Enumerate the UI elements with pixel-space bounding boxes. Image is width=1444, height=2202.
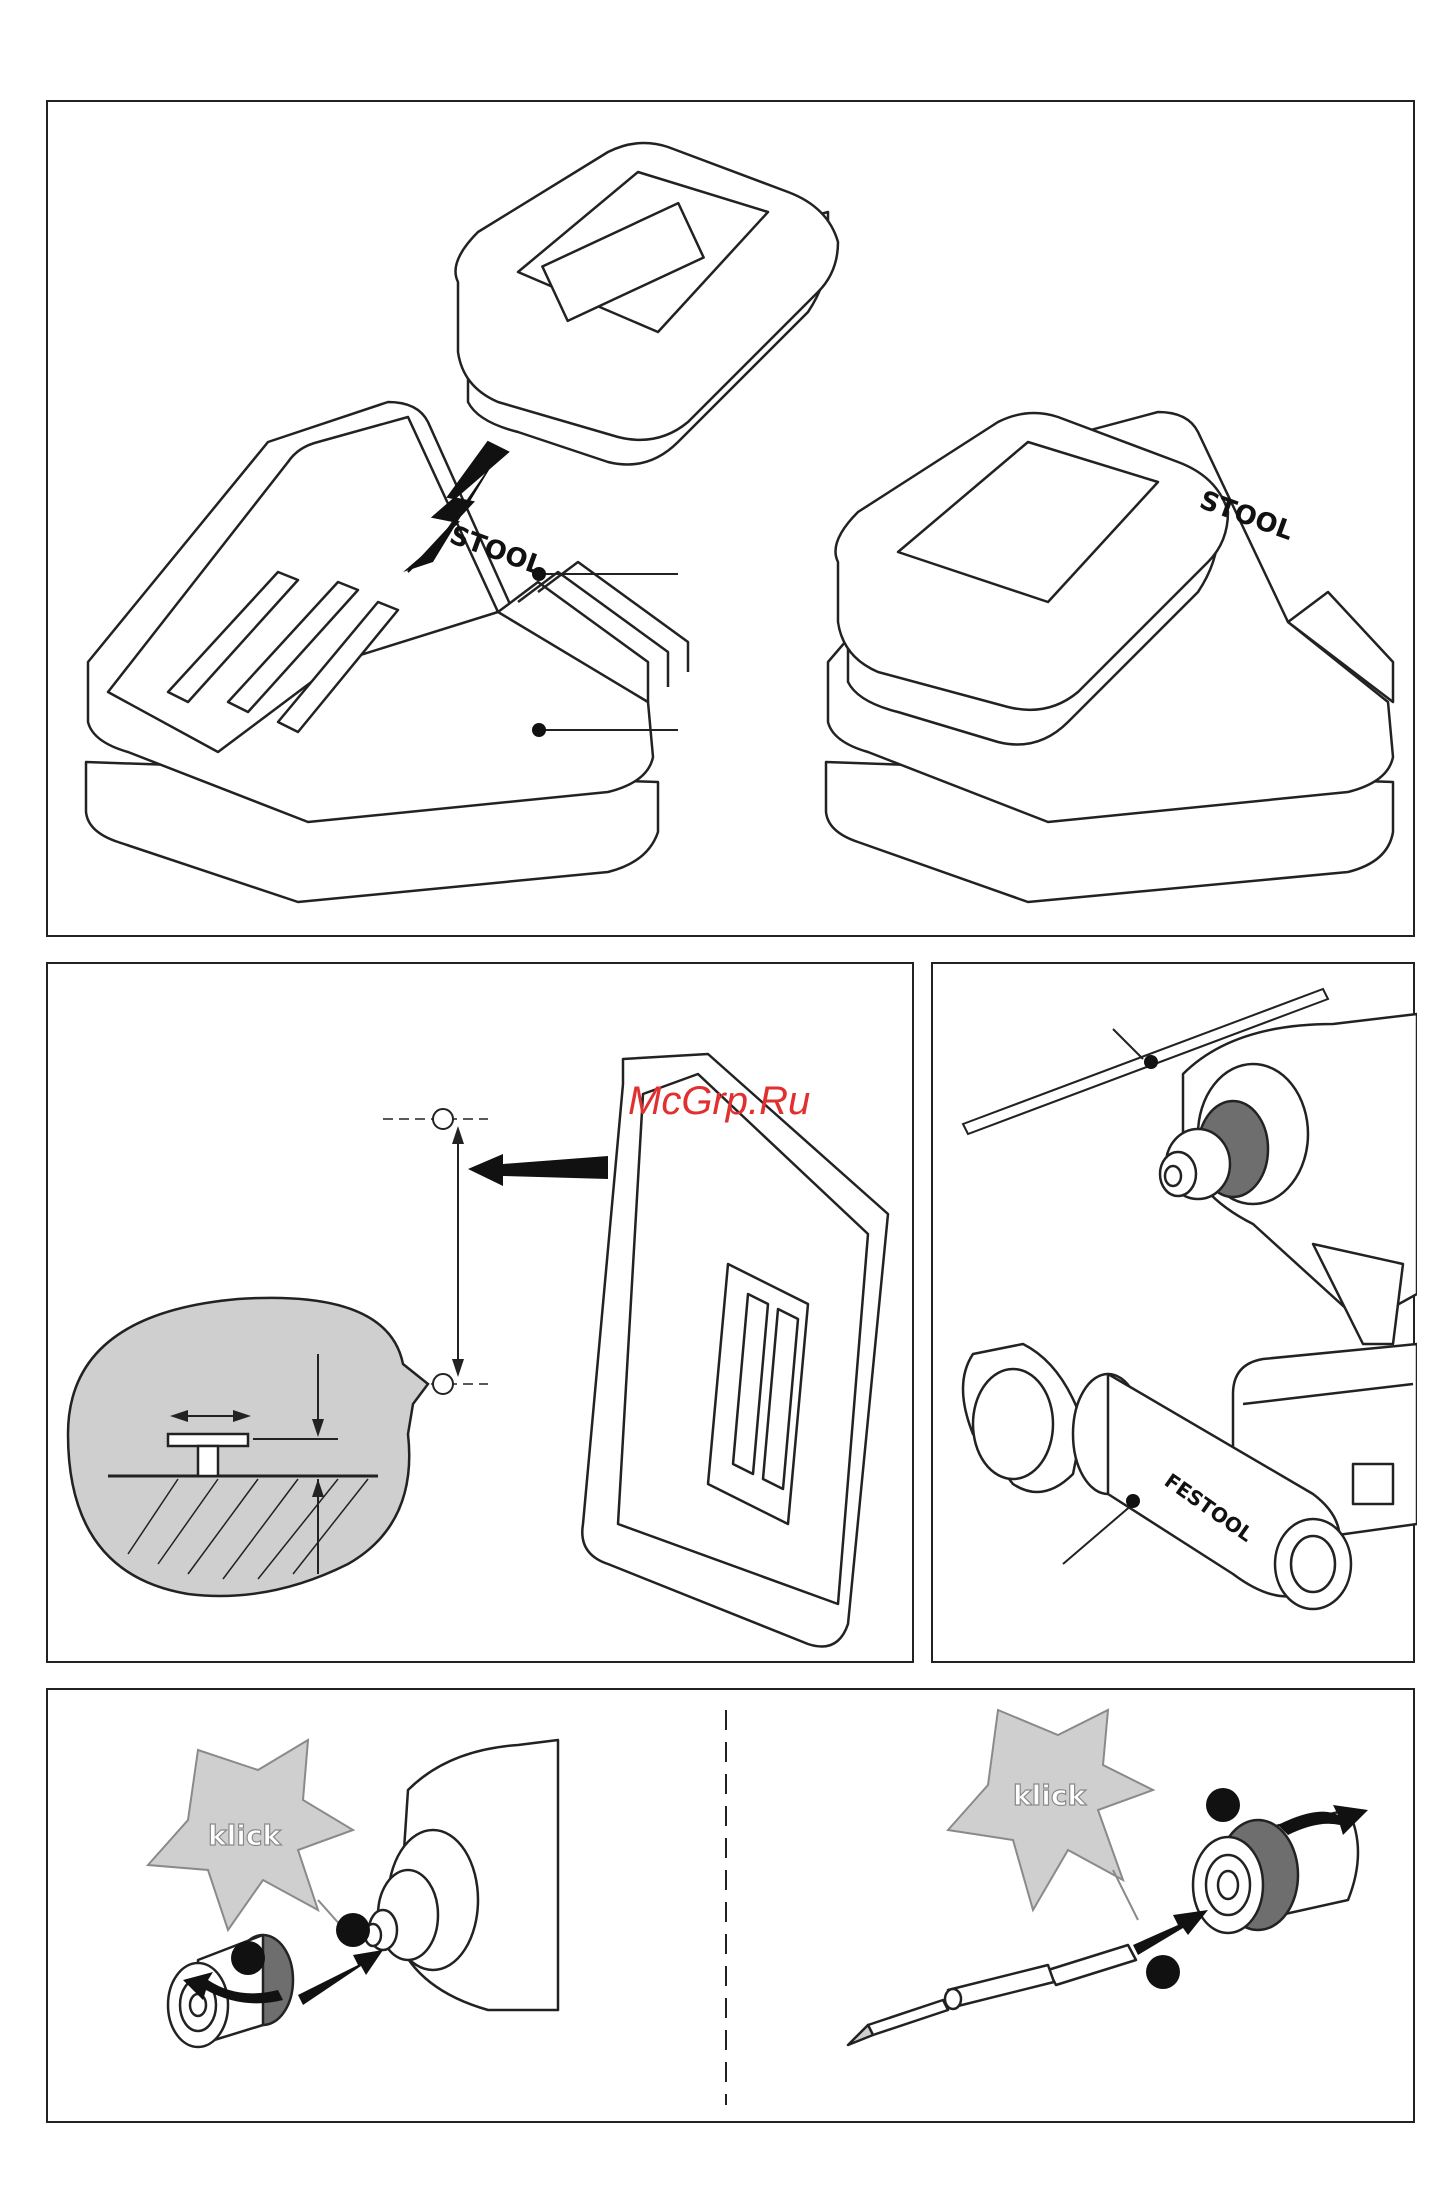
klick-label-left: klick <box>208 1819 282 1852</box>
wall-mount-illustration: McGrp.Ru <box>48 964 916 1665</box>
mount-arrow <box>468 1154 608 1186</box>
klick-label-right: klick <box>1013 1779 1087 1812</box>
attach-arrow-left <box>298 1950 383 2005</box>
insert-arrow-right <box>1133 1910 1208 1955</box>
chuck-illustration: klick klick <box>48 1690 1417 2125</box>
watermark: McGrp.Ru <box>628 1079 810 1123</box>
figure-charger-panel: STOOL STOOL <box>46 100 1415 937</box>
step-dot-1-right <box>1206 1788 1240 1822</box>
charger-illustration: STOOL STOOL <box>48 102 1417 939</box>
mount-hole-bottom <box>433 1374 453 1394</box>
mount-hole-top <box>433 1109 453 1129</box>
bit-holder <box>1048 1945 1136 1985</box>
screwdriver-bit <box>868 2000 948 2035</box>
step-dot-2-right <box>1146 1955 1180 1989</box>
figure-wall-mount-panel: McGrp.Ru <box>46 962 914 1663</box>
step-dot-1-left <box>336 1913 370 1947</box>
figure-chuck-panel: klick klick <box>46 1688 1415 2123</box>
side-handle-illustration: FESTOOL <box>933 964 1417 1665</box>
figure-side-handle-panel: FESTOOL <box>931 962 1415 1663</box>
step-dot-2-left <box>231 1941 265 1975</box>
